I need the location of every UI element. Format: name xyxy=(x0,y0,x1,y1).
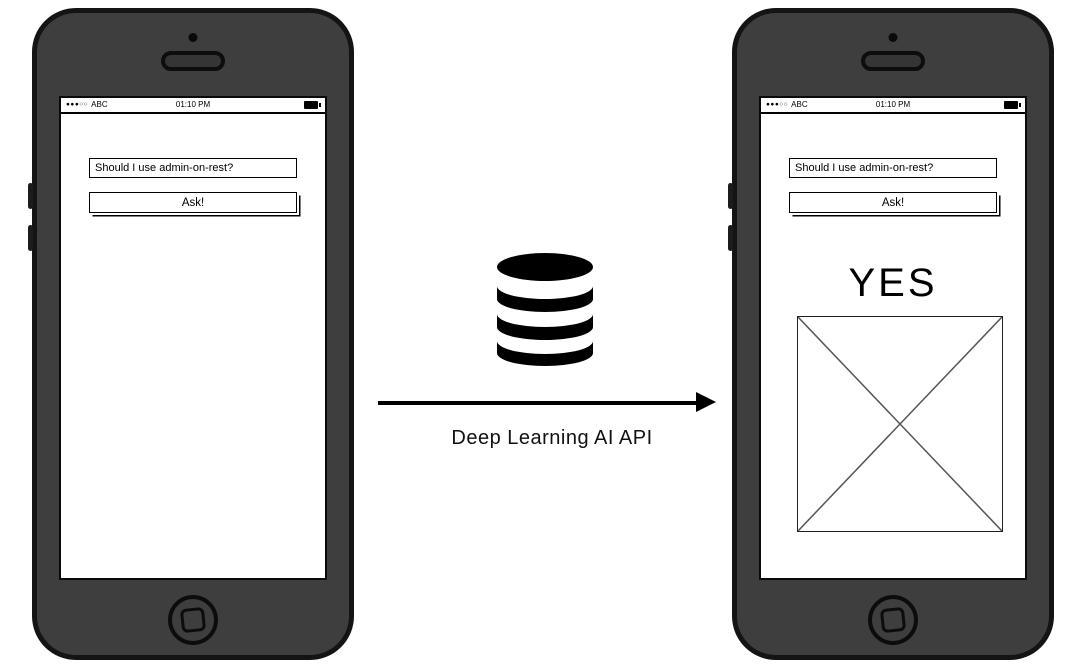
speaker-icon xyxy=(861,51,925,71)
arrow-line xyxy=(378,401,698,405)
camera-icon xyxy=(888,33,898,42)
phone-left: ●●●○○ ABC 01:10 PM Ask! xyxy=(28,8,354,660)
ask-button[interactable]: Ask! xyxy=(89,192,297,213)
volume-down-button xyxy=(728,225,733,251)
status-bar: ●●●○○ ABC 01:10 PM xyxy=(61,98,325,114)
speaker-icon xyxy=(161,51,225,71)
battery-tip xyxy=(1018,103,1022,107)
phone-right: ●●●○○ ABC 01:10 PM Ask! YES xyxy=(728,8,1054,660)
battery-icon xyxy=(304,101,322,109)
battery-tip xyxy=(318,103,322,107)
phone-left-screen: ●●●○○ ABC 01:10 PM Ask! xyxy=(59,96,327,580)
question-input[interactable] xyxy=(89,158,297,178)
status-bar-left: ●●●○○ ABC xyxy=(66,98,151,112)
status-bar-left: ●●●○○ ABC xyxy=(766,98,851,112)
home-button[interactable] xyxy=(168,595,218,645)
clock: 01:10 PM xyxy=(875,100,911,109)
api-label: Deep Learning AI API xyxy=(451,427,653,449)
signal-strength-icon: ●●●○○ xyxy=(66,101,89,108)
home-button-square-icon xyxy=(179,606,207,634)
image-placeholder xyxy=(797,316,1003,532)
image-placeholder-icon xyxy=(798,317,1002,531)
signal-strength-icon: ●●●○○ xyxy=(766,101,789,108)
status-bar: ●●●○○ ABC 01:10 PM xyxy=(761,98,1025,114)
status-bar-right xyxy=(935,101,1022,109)
ask-button[interactable]: Ask! xyxy=(789,192,997,213)
volume-up-button xyxy=(28,183,33,209)
volume-down-button xyxy=(28,225,33,251)
clock: 01:10 PM xyxy=(175,100,211,109)
volume-up-button xyxy=(728,183,733,209)
question-input[interactable] xyxy=(789,158,997,178)
status-bar-right xyxy=(235,101,322,109)
answer-text: YES xyxy=(848,261,938,305)
phone-right-screen: ●●●○○ ABC 01:10 PM Ask! YES xyxy=(759,96,1027,580)
database-icon xyxy=(497,253,593,366)
home-button-square-icon xyxy=(879,606,907,634)
carrier-label: ABC xyxy=(791,100,808,109)
battery-icon xyxy=(1004,101,1022,109)
arrow-right-icon xyxy=(696,392,716,412)
carrier-label: ABC xyxy=(91,100,108,109)
camera-icon xyxy=(188,33,198,42)
home-button[interactable] xyxy=(868,595,918,645)
